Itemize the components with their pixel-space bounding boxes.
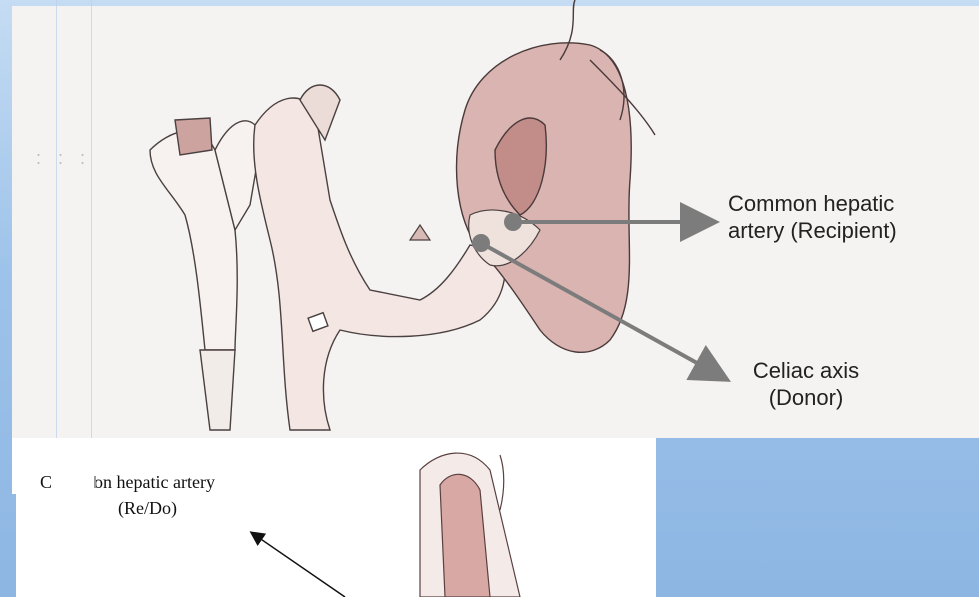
celiac-label: Celiac axis (Donor): [736, 357, 876, 411]
lower-label-start: C: [40, 472, 52, 492]
celiac-line2: (Donor): [736, 384, 876, 411]
common-hepatic-line1: Common hepatic: [728, 190, 897, 217]
chr-pointer-dot: [504, 213, 522, 231]
common-hepatic-line2: artery (Recipient): [728, 217, 897, 244]
lower-liver-sketch: [420, 453, 520, 597]
aorta-vessel: [150, 118, 262, 430]
lower-pointer-arrow: [252, 533, 345, 597]
common-hepatic-label: Common hepatic artery (Recipient): [728, 190, 897, 244]
lower-label-end: on hepatic artery: [94, 472, 215, 492]
overlap-tick: [94, 476, 96, 488]
celiac-line1: Celiac axis: [736, 357, 876, 384]
celiac-pointer-dot: [472, 234, 490, 252]
lower-label-line2: (Re/Do): [118, 497, 177, 520]
